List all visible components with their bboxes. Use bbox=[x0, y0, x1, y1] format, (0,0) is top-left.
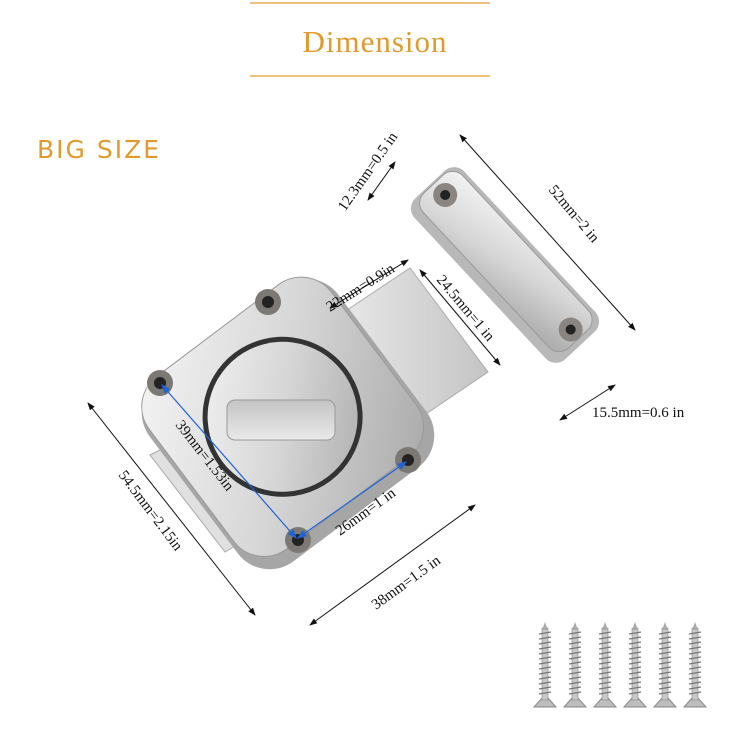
body-height-line bbox=[87, 402, 256, 616]
strike-depth-label: 15.5mm=0.6 in bbox=[592, 405, 685, 421]
screw-icon bbox=[682, 622, 708, 708]
screw-icon bbox=[532, 622, 558, 708]
strike-length-label: 52mm=2 in bbox=[545, 182, 602, 246]
strike-width-label: 12.3mm=0.5 in bbox=[335, 129, 401, 214]
turn-handle[interactable] bbox=[226, 399, 336, 441]
page-title: Dimension bbox=[302, 24, 447, 59]
strike-depth-line bbox=[559, 384, 616, 421]
strike-width-line bbox=[367, 161, 396, 201]
bolt-length-line bbox=[419, 269, 501, 366]
bolt-width-line bbox=[329, 259, 409, 309]
screw-icon bbox=[592, 622, 618, 708]
body-width-label: 38mm=1.5 in bbox=[369, 552, 444, 613]
big-size-label: BIG SIZE bbox=[37, 135, 161, 164]
body-width-line bbox=[309, 504, 476, 626]
screw-icon bbox=[562, 622, 588, 708]
screw-icon bbox=[652, 622, 678, 708]
screws-group bbox=[532, 622, 708, 708]
screw-icon bbox=[622, 622, 648, 708]
strike-length-line bbox=[459, 134, 636, 331]
